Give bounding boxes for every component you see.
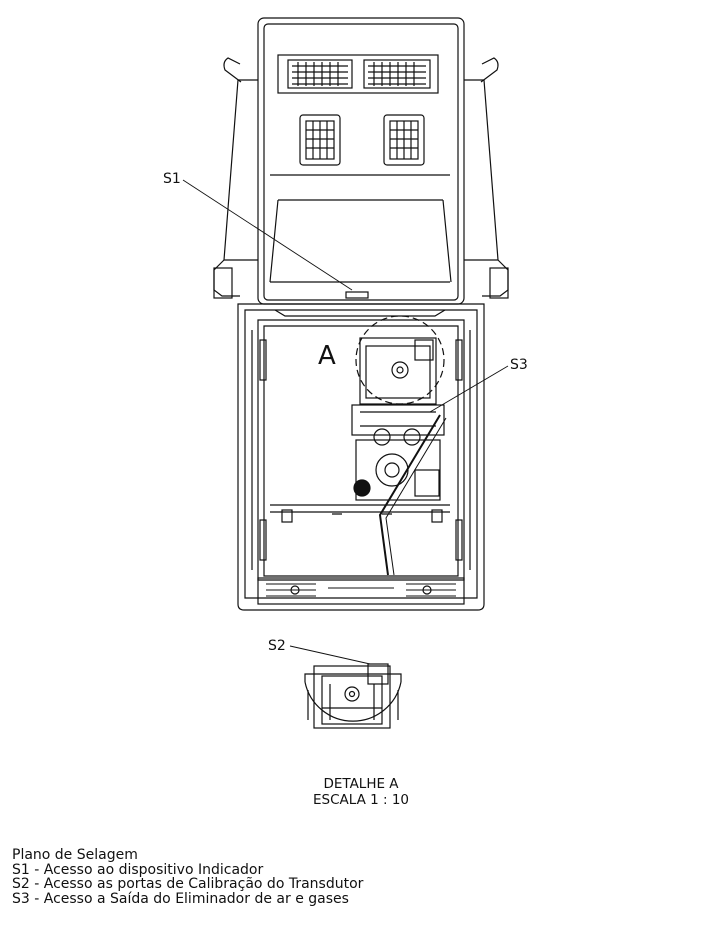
sealing-plan-legend: Plano de Selagem S1 - Acesso ao disposit… xyxy=(12,848,363,906)
s1-leader xyxy=(182,179,353,291)
base-grating xyxy=(266,583,456,597)
s2-leader xyxy=(289,645,371,665)
keypad-right xyxy=(383,114,425,166)
base-bolt-right xyxy=(422,585,432,595)
dispenser-body xyxy=(213,17,509,611)
label-s1: S1 xyxy=(163,171,181,187)
connector-block-left xyxy=(287,59,353,89)
base-bolt-left xyxy=(290,585,300,595)
label-detail-a: A xyxy=(318,341,336,371)
keypad-left xyxy=(299,114,341,166)
label-s2: S2 xyxy=(268,638,286,654)
legend-title: Plano de Selagem xyxy=(12,847,138,863)
legend-item-s2: S2 - Acesso as portas de Calibração do T… xyxy=(12,876,364,892)
connector-block-right xyxy=(363,59,431,89)
label-s3: S3 xyxy=(510,357,528,373)
detail-a-view xyxy=(289,645,402,729)
detail-caption-scale: ESCALA 1 : 10 xyxy=(313,792,409,808)
detail-caption-title: DETALHE A xyxy=(323,776,399,792)
seal-indicator xyxy=(345,291,369,299)
legend-item-s1: S1 - Acesso ao dispositivo Indicador xyxy=(12,861,264,878)
s3-leader xyxy=(429,365,509,413)
hydraulic-unit xyxy=(351,337,445,501)
detail-a-circle xyxy=(355,315,445,405)
legend-item-s3: S3 - Acesso a Saída do Eliminador de ar … xyxy=(12,890,349,907)
